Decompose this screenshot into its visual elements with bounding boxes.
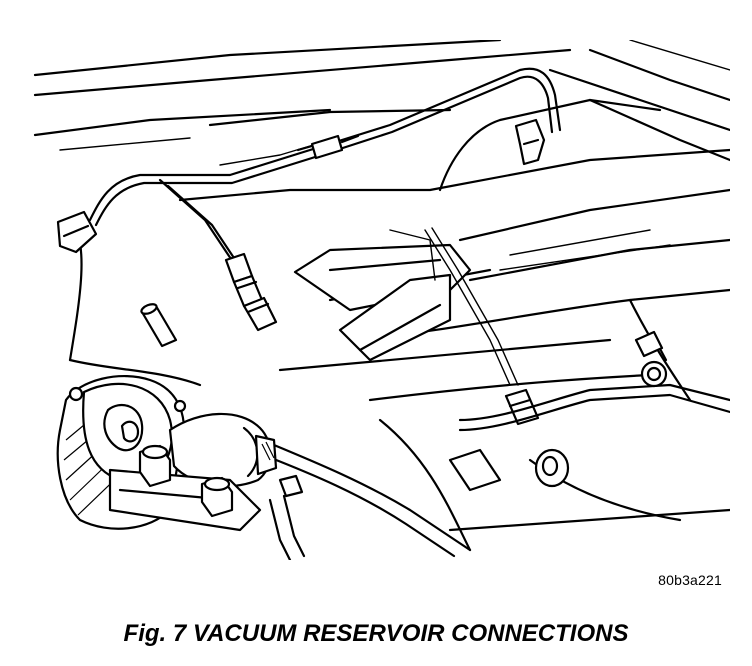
- vacuum-reservoir-illustration: [33, 40, 730, 560]
- lower-strap: [268, 494, 306, 560]
- reservoir-bracket: [293, 229, 472, 362]
- reservoir-mount-bracket: [68, 386, 262, 532]
- reservoir-outlet-cap: [168, 412, 278, 488]
- mounting-hole: [448, 448, 570, 492]
- vacuum-tee-connector: [296, 134, 360, 160]
- vacuum-line-cap-left: [56, 210, 98, 254]
- vacuum-supply-hose: [260, 438, 472, 558]
- check-valve-fitting: [224, 252, 278, 332]
- vacuum-elbow-cap: [514, 118, 546, 166]
- artwork-reference-code: 80b3a221: [658, 572, 722, 588]
- figure-caption: Fig. 7 VACUUM RESERVOIR CONNECTIONS: [123, 620, 629, 647]
- reservoir-clip: [634, 330, 668, 388]
- vacuum-plug: [140, 303, 178, 348]
- brake-line-fitting: [458, 383, 730, 432]
- engine-body-outline: [68, 98, 730, 552]
- vacuum-lines: [88, 67, 562, 386]
- cowl-panel-lines: [33, 40, 730, 162]
